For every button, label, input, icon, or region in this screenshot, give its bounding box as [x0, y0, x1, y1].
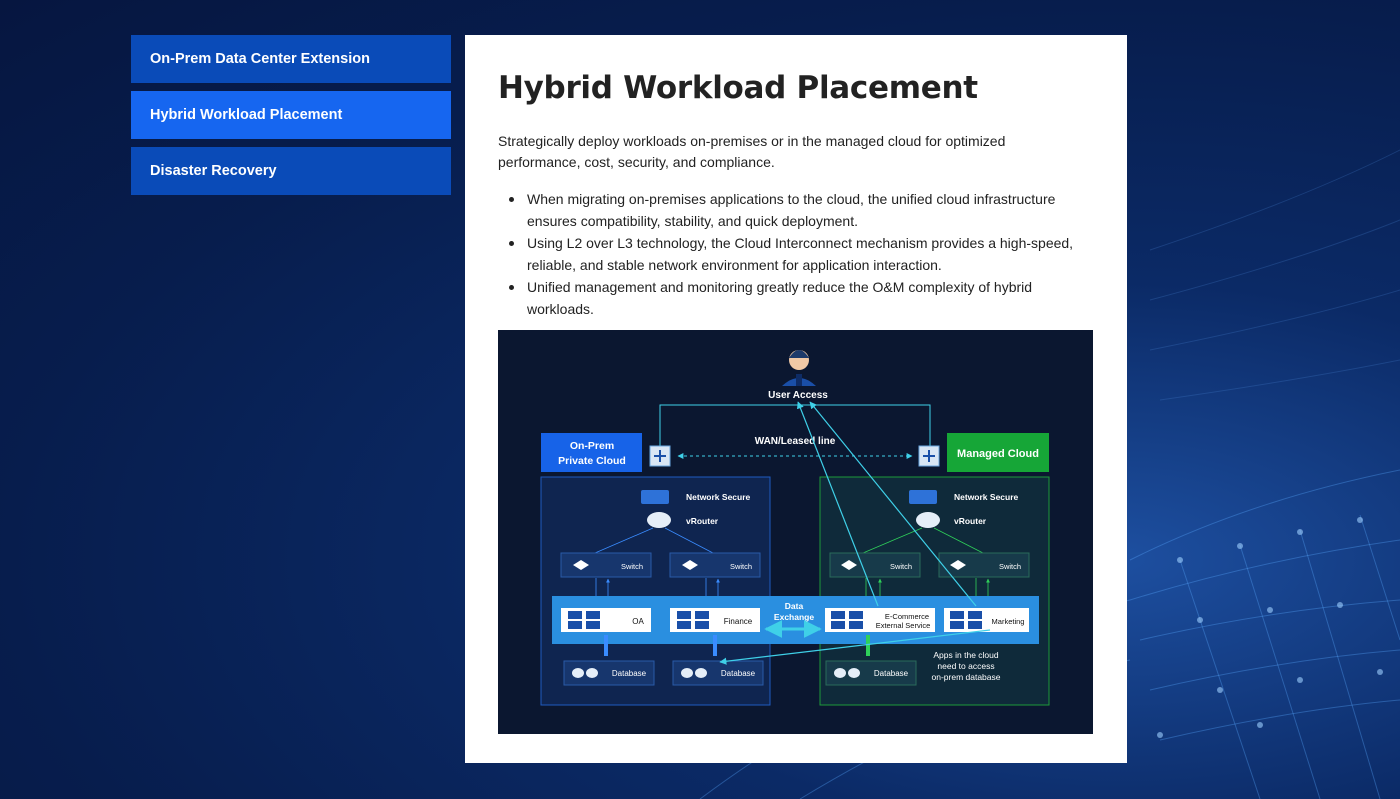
cloud-note-line1: Apps in the cloud	[933, 650, 998, 660]
app-ecommerce-label: E-Commerce	[885, 612, 929, 621]
page-title: Hybrid Workload Placement	[498, 70, 978, 106]
database-label: Database	[874, 669, 909, 678]
data-exchange-sublabel: Exchange	[774, 612, 814, 622]
vrouter-label-onprem: vRouter	[686, 516, 719, 526]
app-finance-label: Finance	[724, 617, 753, 626]
database-label: Database	[721, 669, 756, 678]
managed-cloud-title: Managed Cloud	[957, 448, 1039, 460]
tab-label: On-Prem Data Center Extension	[150, 51, 370, 67]
switch-label: Switch	[890, 562, 912, 571]
list-item: Unified management and monitoring greatl…	[507, 277, 1087, 320]
list-item: When migrating on-premises applications …	[507, 189, 1087, 232]
tab-label: Disaster Recovery	[150, 163, 277, 179]
cloud-note-line3: on-prem database	[932, 672, 1001, 682]
architecture-diagram: User Access WAN/Leased line On-Prem Priv…	[498, 330, 1093, 734]
list-item: Using L2 over L3 technology, the Cloud I…	[507, 233, 1087, 276]
vrouter-label-managed: vRouter	[954, 516, 987, 526]
database-label: Database	[612, 669, 647, 678]
onprem-title: On-Prem	[570, 440, 614, 452]
user-access-icon	[782, 350, 816, 386]
lead-text: Strategically deploy workloads on-premis…	[498, 133, 1006, 170]
wan-label: WAN/Leased line	[755, 436, 836, 447]
tab-on-prem-data-center-extension[interactable]: On-Prem Data Center Extension	[131, 35, 451, 83]
user-access-label: User Access	[768, 390, 828, 401]
switch-label: Switch	[999, 562, 1021, 571]
network-secure-label-onprem: Network Secure	[686, 492, 751, 502]
feature-list: When migrating on-premises applications …	[507, 189, 1094, 320]
tab-disaster-recovery[interactable]: Disaster Recovery	[131, 147, 451, 195]
tab-hybrid-workload-placement[interactable]: Hybrid Workload Placement	[131, 91, 451, 139]
tab-label: Hybrid Workload Placement	[150, 107, 343, 123]
switch-label: Switch	[621, 562, 643, 571]
app-marketing-label: Marketing	[992, 617, 1025, 626]
switch-label: Switch	[730, 562, 752, 571]
cloud-note-line2: need to access	[937, 661, 994, 671]
onprem-gateway-icon	[649, 445, 671, 467]
app-oa-label: OA	[632, 617, 644, 626]
content-panel: Hybrid Workload Placement Strategically …	[465, 35, 1127, 763]
data-exchange-label: Data	[785, 601, 804, 611]
onprem-subtitle: Private Cloud	[558, 455, 626, 467]
network-secure-label-managed: Network Secure	[954, 492, 1019, 502]
managed-gateway-icon	[918, 445, 940, 467]
solution-tabs: On-Prem Data Center Extension Hybrid Wor…	[131, 35, 451, 203]
app-ecommerce-sublabel: External Service	[876, 621, 931, 630]
